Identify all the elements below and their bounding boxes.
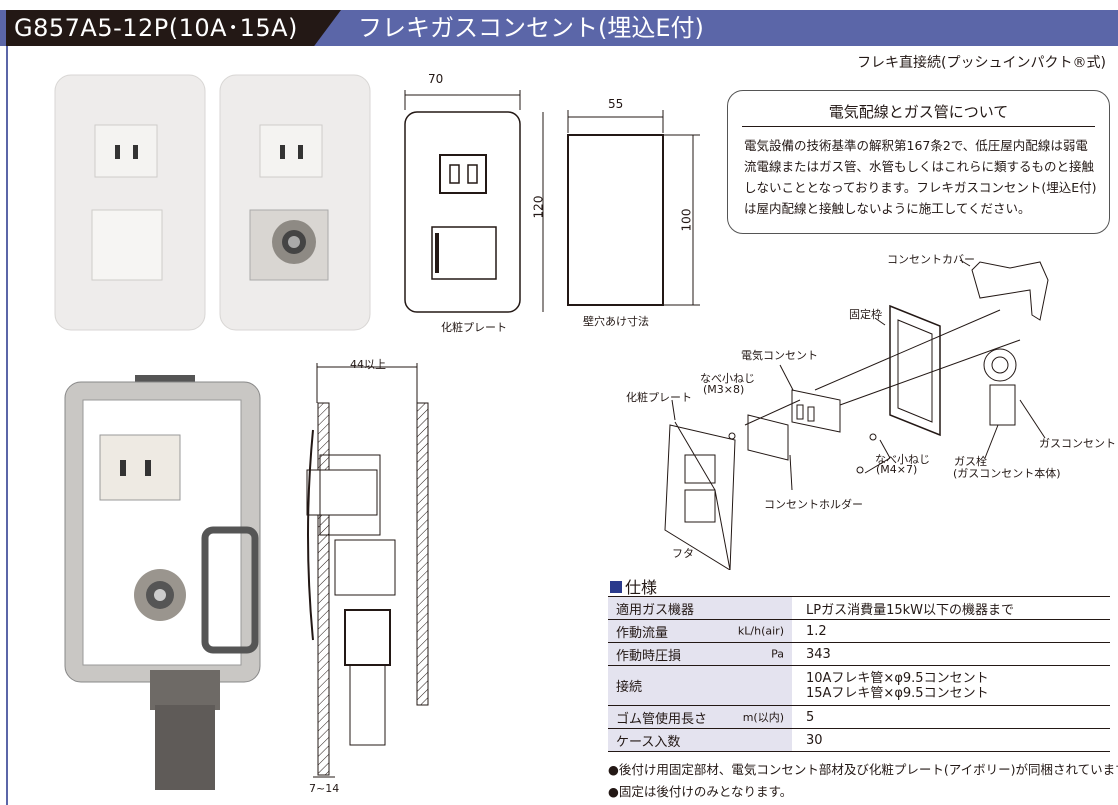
spec-value: 5 [792,705,1110,729]
spec-value: 30 [792,728,1110,752]
part-lid-label: フタ [672,547,694,560]
spec-label: ゴム管使用長さ [616,711,708,727]
installed-unit-photo [64,375,261,790]
part-holder-label: コンセントホルダー [764,498,863,511]
spec-unit: Pa [771,647,784,661]
part-screw-large-label: なべ小ねじ [875,453,930,466]
table-row: 作動流量 kL/h(air) 1.2 [608,619,1110,643]
plate-closed-photo [54,74,206,331]
part-screw-small-size: (M3×8) [703,383,745,396]
section-drawing [306,363,429,778]
spec-value: 343 [792,642,1110,666]
spec-key: ケース入数 [608,728,792,752]
part-screw-large-size: (M4×7) [876,463,918,476]
plate-open-photo [219,74,371,331]
wall-thickness-dimension: 7~14 [309,782,340,795]
part-plate-label: 化粧プレート [626,391,692,404]
note-fixing: ●固定は後付けのみとなります。 [608,784,793,799]
table-row: ゴム管使用長さ m(以内) 5 [608,705,1110,729]
part-gas-valve-label: ガス栓 [954,455,987,468]
spec-label: ケース入数 [616,734,681,750]
spec-key: 作動流量 kL/h(air) [608,619,792,643]
spec-unit: kL/h(air) [737,624,784,638]
connection-type: フレキ直接続(プッシュインパクト®式) [857,55,1106,71]
spec-table: 適用ガス機器 LPガス消費量15kW以下の機器まで 作動流量 kL/h(air) 1.… [608,596,1110,752]
model-number: G857A5-12P(10A･15A) [14,14,298,42]
spec-label: 作動流量 [616,625,669,641]
part-cover-label: コンセントカバー [887,253,975,266]
hole-width: 55 [608,97,624,111]
plate-label: 化粧プレート [441,321,507,334]
spec-unit: m(以内) [742,711,784,724]
table-row: 適用ガス機器 LPガス消費量15kW以下の機器まで [608,596,1110,620]
table-row: 作動時圧損 Pa 343 [608,642,1110,666]
spec-value: LPガス消費量15kW以下の機器まで [792,596,1110,620]
spec-heading: 仕様 [610,574,657,598]
notice-title: 電気配線とガス管について [742,101,1095,127]
note-bundled: ●後付け用固定部材、電気コンセント部材及び化粧プレート(アイボリー)が同梱されて… [608,762,1118,777]
wiring-notice-box: 電気配線とガス管について 電気設備の技術基準の解釈第167条2で、低圧屋内配線は… [727,90,1110,234]
left-rule [6,46,8,805]
plate-dimension-drawing [404,90,544,313]
spec-value-line: 15Aフレキ管×φ9.5コンセント [806,685,989,701]
square-bullet-icon [610,581,622,593]
hole-label: 壁穴あけ寸法 [583,315,649,328]
table-row: ケース入数 30 [608,728,1110,752]
spec-value: 1.2 [792,619,1110,643]
spec-key: 適用ガス機器 [608,596,792,620]
plate-width: 70 [428,72,444,86]
hole-dimension-drawing [567,110,700,306]
part-gas-outlet-label: ガスコンセント [1039,437,1116,450]
part-outlet-label: 電気コンセント [741,349,818,362]
model-badge [6,10,341,46]
spec-label: 接続 [616,680,643,695]
spec-label: 作動時圧損 [616,648,682,664]
part-frame-label: 固定枠 [849,308,882,321]
spec-key: 作動時圧損 Pa [608,642,792,666]
exploded-diagram [664,259,1049,570]
spec-heading-text: 仕様 [625,578,658,597]
spec-value-line: 10Aフレキ管×φ9.5コンセント [806,670,989,686]
spec-key: ゴム管使用長さ m(以内) [608,705,792,729]
notice-body: 電気設備の技術基準の解釈第167条2で、低圧屋内配線は弱電流電線またはガス管、水… [744,138,1097,216]
spec-key: 接続 [608,665,792,706]
product-title: フレキガスコンセント(埋込E付) [358,14,704,42]
hole-height: 100 [679,208,694,232]
depth-dimension: 44以上 [350,358,386,371]
plate-height: 120 [531,195,546,219]
part-gas-valve-sub: (ガスコンセント本体) [953,467,1061,480]
product-photos [54,74,371,331]
part-screw-small-label: なべ小ねじ [700,372,755,385]
spec-label: 適用ガス機器 [616,602,695,618]
